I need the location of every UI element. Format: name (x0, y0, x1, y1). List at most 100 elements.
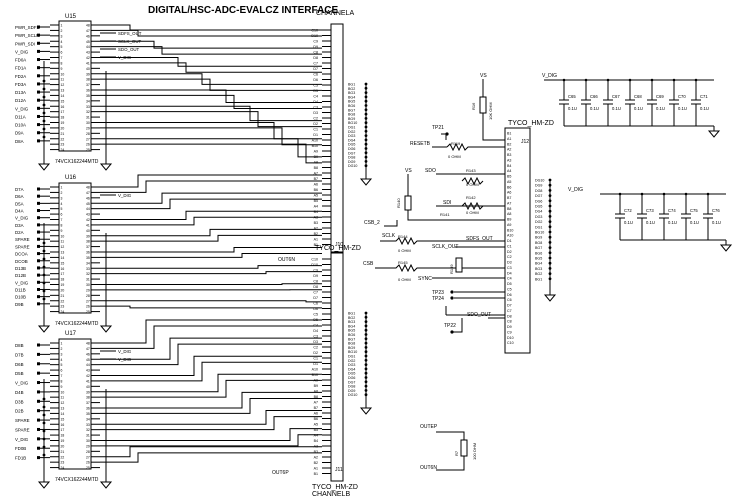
cap-row-1-supply: V_DIG (542, 73, 557, 79)
connector-pin-label: D1 (313, 362, 318, 366)
buffer-pin-number: 38 (86, 396, 90, 400)
buffer-pin-number: 41 (86, 379, 90, 383)
connector-gnd-pin-label: BG3 (535, 267, 542, 271)
connector-pin-label: C7 (507, 309, 512, 313)
buffer-pin-number: 41 (86, 61, 90, 65)
buffer-net-label: D7B (15, 352, 24, 357)
connector-pin-label: D7 (507, 304, 512, 308)
connector-gnd-pin-label: BG4 (535, 262, 542, 266)
net-flag (37, 244, 40, 248)
buffer-pin-number: 32 (86, 110, 90, 114)
connector-gnd-pin-label: DG3 (348, 363, 355, 367)
buffer-net-label: D2B (15, 409, 24, 414)
connector-pin-label: A3 (507, 158, 511, 162)
buffer-pin-number: 9 (61, 385, 63, 389)
connector-pin-label: A8 (314, 390, 318, 394)
connector-pin-label: A9 (314, 150, 318, 154)
net-vs-mid: VS (405, 168, 412, 174)
resistor-r145-ref: R145 (398, 260, 408, 265)
net-flag (37, 49, 40, 53)
connector-pin-label: D1 (313, 133, 318, 137)
capacitor-value: 0.1U (612, 106, 621, 111)
signal-wire (100, 416, 322, 431)
capacitor-ref: C74 (668, 208, 676, 213)
signal-wire (100, 210, 322, 220)
signal-wire (100, 89, 322, 103)
connector-gnd-pin-label: DG7 (535, 194, 542, 198)
buffer-net-label: D10B (15, 295, 26, 300)
junction-dot (42, 429, 46, 433)
buffer-pin-number: 13 (61, 251, 65, 255)
junction-dot (42, 79, 46, 83)
buffer-pin-number: 38 (86, 78, 90, 82)
resistor-r139 (455, 257, 463, 273)
capacitor (691, 80, 701, 126)
signal-wire (100, 300, 322, 303)
capacitor-ref: C75 (690, 208, 698, 213)
connector-pin-label: B9 (314, 384, 318, 388)
connector-gnd-pin-label: DG5 (535, 205, 542, 209)
net-vs-top: VS (480, 73, 487, 79)
buffer-pin-number: 42 (86, 374, 90, 378)
connector-pin-label: A5 (314, 423, 318, 427)
capacitor (559, 80, 569, 126)
buffer-pin-number: 31 (86, 278, 90, 282)
capacitor-ref: C65 (568, 94, 576, 99)
resistor-r16-ref: R16 (471, 102, 476, 110)
capacitor (681, 194, 691, 240)
buffer-pin-number: 28 (86, 450, 90, 454)
buffer-net-label: D3A (15, 223, 24, 228)
connector-gnd-pin-label: BG7 (348, 108, 355, 112)
cap-row-2: V_DIG C720.1UC730.1UC740.1UC750.1UC760.1… (568, 187, 733, 252)
connector-pin-label: B5 (507, 175, 511, 179)
junction-dot (42, 397, 46, 401)
capacitor-value: 0.1U (634, 106, 643, 111)
connector-gnd-pin-label: BG9 (348, 346, 355, 350)
connector-gnd-pin-label: DG6 (535, 199, 542, 203)
buffer-pin-number: 17 (61, 428, 65, 432)
junction-dot (42, 103, 46, 107)
connector-gnd-pin-label: BG6 (348, 333, 355, 337)
buffer-pin-number: 39 (86, 72, 90, 76)
resistor-r144-value: 0 OHM (398, 248, 411, 253)
buffer-net-label: D4A (15, 209, 24, 214)
buffer-pin-number: 37 (86, 83, 90, 87)
connector-j10-ref: J10 (335, 242, 343, 248)
net-flag (37, 280, 40, 284)
net-flag (37, 90, 40, 94)
connector-pin-label: C7 (313, 62, 318, 66)
buffer-pin-number: 39 (86, 390, 90, 394)
buffer-net-label: V_DIG (118, 349, 132, 354)
buffer-pin-number: 48 (86, 24, 90, 28)
buffer-net-label: SPARE (15, 237, 30, 242)
connector-pin-label: C3 (313, 335, 318, 339)
capacitor-value: 0.1U (668, 220, 677, 225)
buffer-net-label: FD3A (15, 82, 26, 87)
signal-bus-wires (100, 24, 322, 463)
junction-dot (562, 78, 566, 82)
connector-pin-label: A10 (312, 139, 318, 143)
connector-pin-label: D9 (313, 274, 318, 278)
net-flag (37, 446, 40, 450)
signal-wire (100, 305, 322, 309)
connector-gnd-pin-label: DG1 (348, 126, 355, 130)
connector-gnd-pin-label: DG8 (535, 189, 542, 193)
connector-pin-label: C4 (507, 277, 512, 281)
net-flag (37, 259, 40, 263)
testpoint-tp23: TP23 (432, 290, 444, 296)
connector-gnd-pin-label: BG8 (348, 342, 355, 346)
connector-gnd-pin-label: DG5 (348, 143, 355, 147)
connector-gnd-pin-label: BG2 (348, 87, 355, 91)
connector-j11: J11 TYCO_HM-ZD CHANNELB OUT6P C10D10C9D9… (272, 252, 373, 498)
signal-wire (100, 265, 322, 269)
buffer-net-label: DCOA (15, 252, 28, 257)
junction-dot (694, 78, 698, 82)
net-flag (37, 41, 40, 45)
junction-dot (42, 87, 46, 91)
buffer-net-label: D3B (15, 399, 24, 404)
buffer-pin-number: 19 (61, 439, 65, 443)
connector-gnd-pin-label: DG4 (348, 367, 355, 371)
signal-wire (100, 373, 322, 393)
signal-wire (100, 319, 322, 344)
junction-dot (42, 257, 46, 261)
